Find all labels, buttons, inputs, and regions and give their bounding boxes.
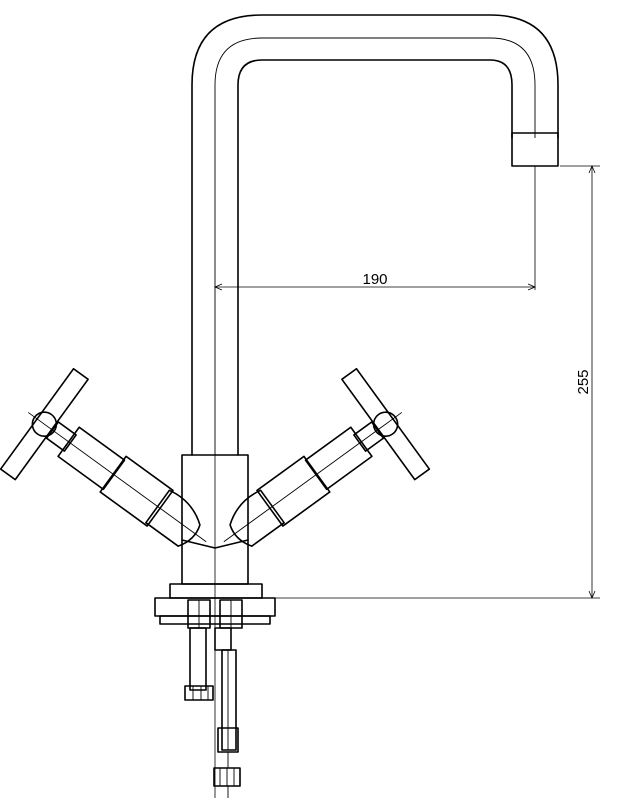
faucet-body xyxy=(169,454,263,599)
dimension-vertical: 255 xyxy=(275,164,600,600)
supply-hose-right xyxy=(213,627,241,798)
spout xyxy=(191,14,559,456)
dimension-horizontal: 190 xyxy=(213,166,537,291)
dimension-reach-label: 190 xyxy=(362,271,387,288)
left-handle xyxy=(0,367,207,547)
supply-hose-left xyxy=(184,627,214,701)
dimension-height-label: 255 xyxy=(575,369,592,394)
right-handle xyxy=(223,367,431,547)
